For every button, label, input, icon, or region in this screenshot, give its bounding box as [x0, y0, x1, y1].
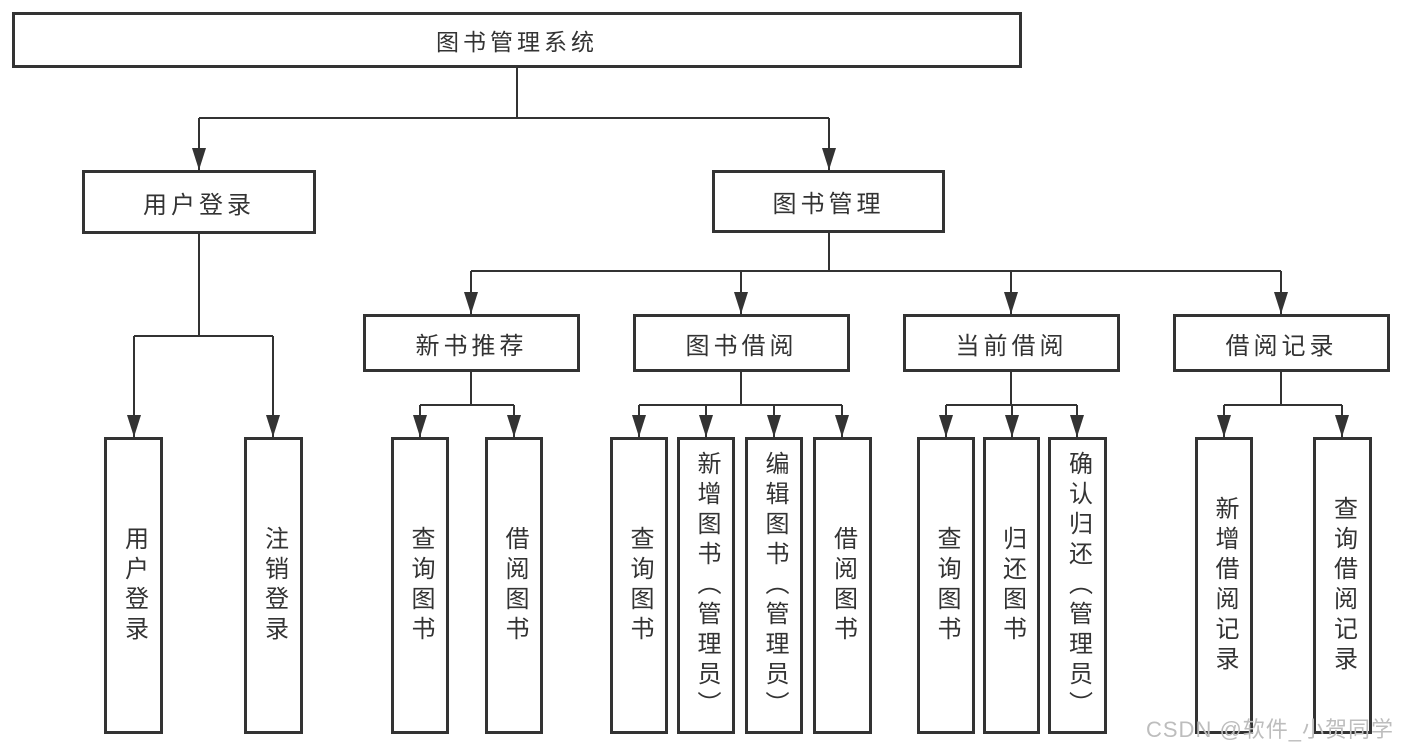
node-borrow-record: 借阅记录: [1173, 314, 1390, 372]
leaf-query-book-current-label: 查询图书: [933, 525, 960, 646]
leaf-edit-book-admin-label: 编辑图书（管理员）: [761, 450, 788, 721]
leaf-borrow-book-label: 借阅图书: [829, 525, 857, 646]
node-library-system: 图书管理系统: [12, 12, 1022, 68]
node-book-management: 图书管理: [712, 170, 945, 233]
node-book-borrow-label: 图书借阅: [685, 332, 798, 360]
leaf-query-book-borrow: 查询图书: [610, 437, 668, 734]
leaf-edit-book-admin: 编辑图书（管理员）: [745, 437, 803, 734]
leaf-add-borrow-record: 新增借阅记录: [1195, 437, 1253, 734]
leaf-return-book-label: 归还图书: [998, 525, 1026, 646]
leaf-query-borrow-record-label: 查询借阅记录: [1329, 495, 1357, 676]
node-new-book-recommend-label: 新书推荐: [415, 332, 528, 360]
leaf-user-login-label: 用户登录: [120, 525, 148, 646]
node-book-borrow: 图书借阅: [633, 314, 850, 372]
node-library-system-label: 图书管理系统: [436, 29, 598, 55]
leaf-logout-label: 注销登录: [260, 525, 288, 646]
leaf-query-book-current: 查询图书: [917, 437, 975, 734]
node-current-borrow: 当前借阅: [903, 314, 1120, 372]
leaf-borrow-book: 借阅图书: [813, 437, 872, 734]
leaf-query-book-recommend-label: 查询图书: [407, 525, 434, 646]
leaf-borrow-book-recommend: 借阅图书: [485, 437, 543, 734]
leaf-confirm-return-admin: 确认归还（管理员）: [1048, 437, 1107, 734]
leaf-add-borrow-record-label: 新增借阅记录: [1211, 495, 1238, 676]
leaf-add-book-admin: 新增图书（管理员）: [677, 437, 735, 734]
node-user-login: 用户登录: [82, 170, 316, 234]
node-current-borrow-label: 当前借阅: [955, 332, 1068, 360]
node-borrow-record-label: 借阅记录: [1225, 332, 1338, 360]
leaf-borrow-book-recommend-label: 借阅图书: [501, 525, 528, 646]
node-book-management-label: 图书管理: [772, 191, 885, 218]
leaf-return-book: 归还图书: [983, 437, 1040, 734]
leaf-query-borrow-record: 查询借阅记录: [1313, 437, 1372, 734]
leaf-user-login: 用户登录: [104, 437, 163, 734]
leaf-confirm-return-admin-label: 确认归还（管理员）: [1064, 450, 1092, 721]
watermark: CSDN @软件_小贺同学: [1146, 717, 1395, 742]
leaf-logout: 注销登录: [244, 437, 303, 734]
leaf-add-book-admin-label: 新增图书（管理员）: [693, 450, 720, 721]
leaf-query-book-recommend: 查询图书: [391, 437, 449, 734]
node-user-login-label: 用户登录: [143, 191, 255, 219]
leaf-query-book-borrow-label: 查询图书: [626, 525, 653, 646]
node-new-book-recommend: 新书推荐: [363, 314, 580, 372]
